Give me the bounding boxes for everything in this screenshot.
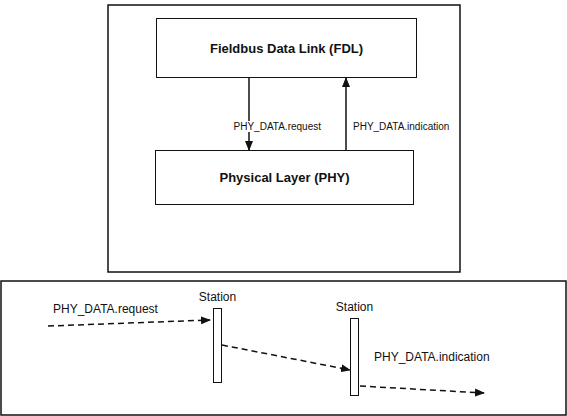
station-label: Station — [336, 300, 373, 314]
service-arrow — [345, 78, 347, 150]
layer-box: Physical Layer (PHY) — [155, 150, 414, 205]
layer-box: Fieldbus Data Link (FDL) — [156, 18, 417, 78]
output-arrow — [360, 386, 484, 393]
timing-frame — [1, 281, 566, 415]
primitive-label: PHY_DATA.request — [233, 121, 322, 132]
layer-name: Fieldbus Data Link (FDL) — [204, 41, 369, 56]
station-bar: Station — [213, 308, 222, 383]
input-arrow — [48, 320, 210, 326]
signal-label: PHY_DATA.indication — [373, 350, 491, 364]
service-arrow — [248, 78, 250, 150]
message-arrow — [222, 345, 350, 370]
layer-frame — [108, 5, 460, 272]
layer-name: Physical Layer (PHY) — [213, 170, 355, 185]
signal-label: PHY_DATA.request — [52, 302, 159, 316]
primitive-label: PHY_DATA.indication — [352, 121, 450, 132]
station-label: Station — [199, 290, 236, 304]
station-bar: Station — [350, 318, 359, 396]
